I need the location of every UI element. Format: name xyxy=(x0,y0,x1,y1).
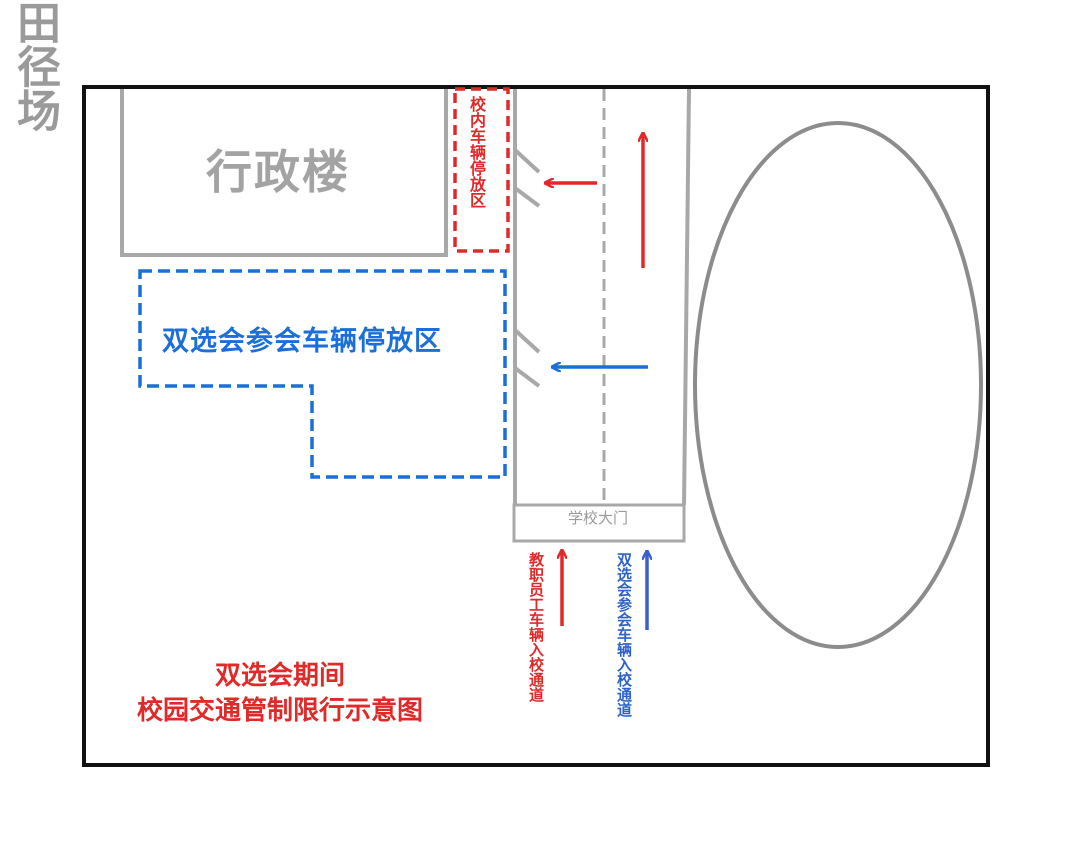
school-gate xyxy=(512,503,686,543)
map-title-line-2: 校园交通管制限行示意图 xyxy=(136,696,423,726)
track-field xyxy=(693,121,983,649)
admin-building-outline xyxy=(120,89,448,257)
school-gate-label: 学校大门 xyxy=(567,509,628,527)
track-field-label: 田径场 xyxy=(9,0,60,132)
staff-parking-zone xyxy=(453,87,510,253)
fair-parking-label: 双选会参会车辆停放区 xyxy=(162,326,442,357)
road-notch-top xyxy=(513,148,541,208)
map-frame xyxy=(82,85,990,767)
fair-entry-label: 双选会参会车辆入校通道 xyxy=(615,552,633,717)
road-right-edge xyxy=(682,88,691,506)
admin-building-label: 行政楼 xyxy=(206,145,350,199)
map-title-line-1: 双选会期间 xyxy=(214,661,345,691)
road-notch-bottom xyxy=(513,328,541,388)
staff-parking-label: 校内车辆停放区 xyxy=(467,96,486,208)
fair-parking-zone xyxy=(138,269,507,479)
staff-entry-label: 教职员工车辆入校通道 xyxy=(527,552,545,702)
